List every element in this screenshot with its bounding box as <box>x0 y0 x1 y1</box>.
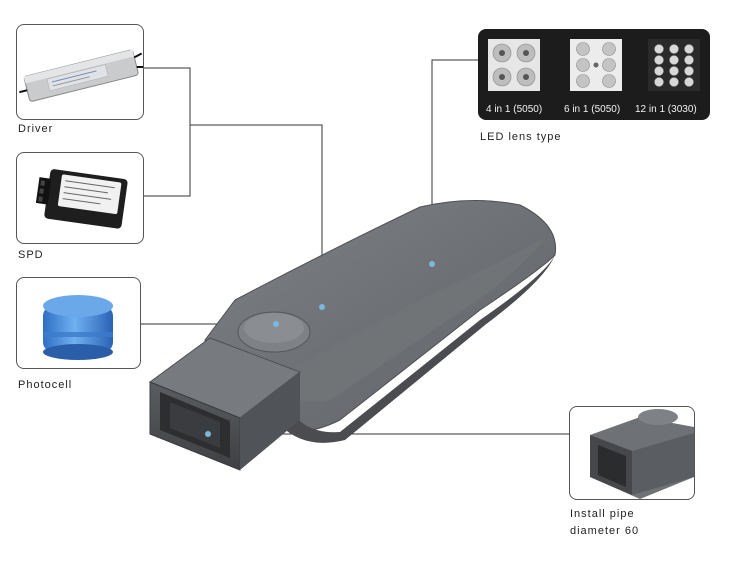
driver-unit-image <box>19 49 143 102</box>
install-pipe-label-line2: diameter 60 <box>570 525 640 537</box>
driver-label: Driver <box>18 123 54 135</box>
install-pipe-closeup-image <box>590 409 694 499</box>
lens-images <box>488 39 700 91</box>
lens-6in1-image <box>570 39 622 91</box>
housing-connector <box>190 124 323 305</box>
install-pipe-label-line1: Install pipe <box>570 508 635 520</box>
spd-label: SPD <box>18 249 44 261</box>
photocell-label: Photocell <box>18 379 73 391</box>
lens-4in1-label: 4 in 1 (5050) <box>486 104 543 115</box>
lens-12in1-image <box>648 39 700 91</box>
spd-unit-image <box>35 169 128 229</box>
lens-connector <box>431 59 478 263</box>
driver-connector <box>142 67 191 197</box>
photocell-image-box <box>16 277 141 369</box>
install-pipe-image-box <box>569 406 695 500</box>
lens-4in1-image <box>488 39 540 91</box>
spd-image-box <box>16 152 144 244</box>
lens-6in1-label: 6 in 1 (5050) <box>564 104 621 115</box>
lens-12in1-label: 12 in 1 (3030) <box>635 104 697 115</box>
lens-type-label: LED lens type <box>480 131 562 143</box>
led-lens-panel: 4 in 1 (5050) 6 in 1 (5050) 12 in 1 (303… <box>478 29 710 120</box>
photocell-unit-image <box>43 295 113 360</box>
driver-image-box <box>16 24 144 120</box>
